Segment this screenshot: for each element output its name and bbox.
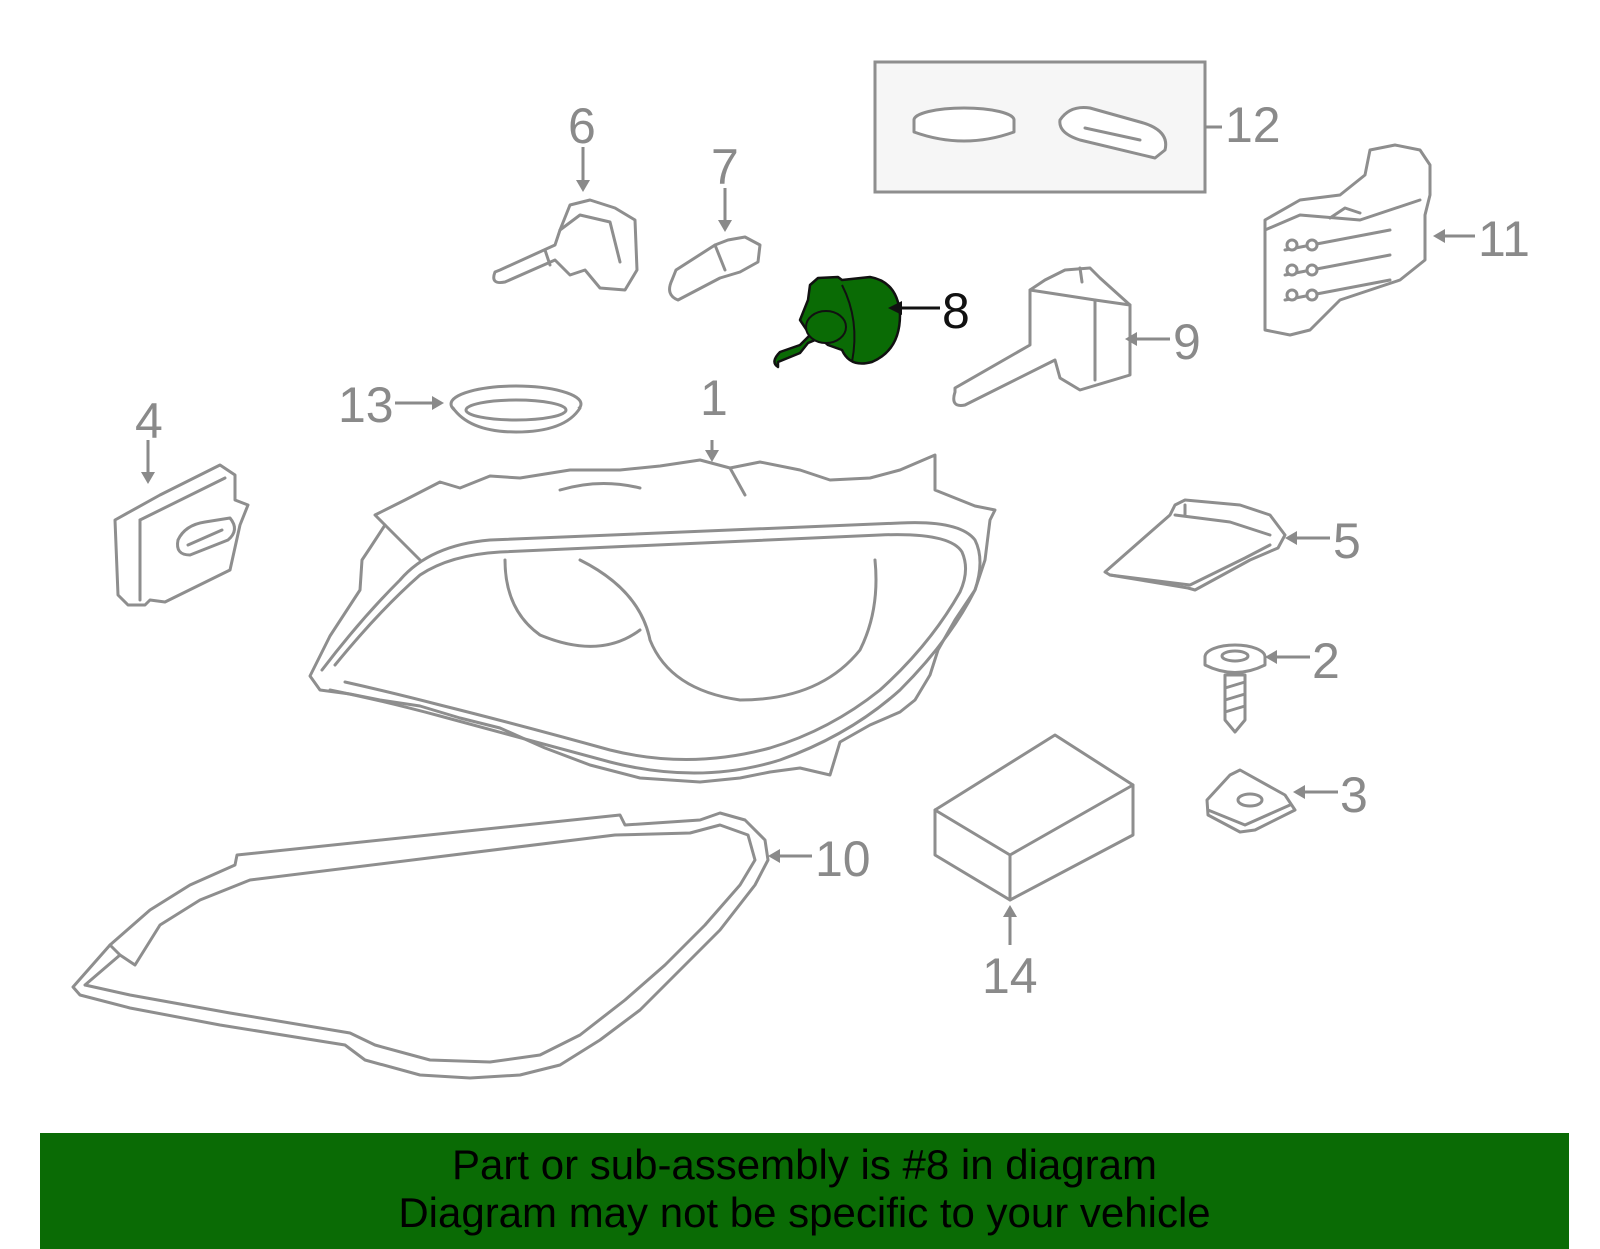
banner-line-part: Part or sub-assembly is #8 in diagram: [452, 1141, 1157, 1188]
callout-10: 10: [815, 831, 871, 887]
part-8-socket-highlighted: [773, 275, 902, 369]
part-11-bracket: [1263, 143, 1432, 337]
callout-4: 4: [135, 393, 163, 449]
part-4-module: [113, 463, 250, 607]
callout-9: 9: [1173, 314, 1201, 370]
part-12-inset: [873, 60, 1207, 194]
banner-line-disclaimer: Diagram may not be specific to your vehi…: [398, 1189, 1211, 1236]
part-3-clip: [1205, 768, 1297, 834]
callout-7: 7: [711, 139, 739, 195]
part-1-headlight-housing: [308, 453, 997, 784]
part-9-igniter: [952, 266, 1132, 407]
callout-11: 11: [1478, 211, 1530, 267]
part-10-lens: [71, 811, 770, 1080]
part-13-gasket: [449, 384, 583, 434]
callout-14: 14: [982, 948, 1038, 1004]
callout-5: 5: [1333, 513, 1361, 569]
callout-13: 13: [338, 377, 394, 433]
callout-1: 1: [700, 370, 728, 426]
part-2-screw: [1203, 643, 1267, 734]
callout-6: 6: [568, 98, 596, 154]
callout-3: 3: [1340, 767, 1368, 823]
callout-8: 8: [942, 283, 970, 339]
part-14-box: [933, 733, 1135, 902]
callout-12: 12: [1225, 97, 1281, 153]
callout-labels: 1 2 3 4 5 6 7 8 9 10 11 12 13 14: [135, 97, 1530, 1004]
part-6-bulb: [492, 198, 639, 292]
info-banner: Part or sub-assembly is #8 in diagram Di…: [40, 1133, 1569, 1249]
leader-lines: [141, 125, 1475, 945]
callout-2: 2: [1312, 633, 1340, 689]
part-7-bulb: [668, 235, 762, 302]
part-5-cover: [1103, 498, 1287, 592]
